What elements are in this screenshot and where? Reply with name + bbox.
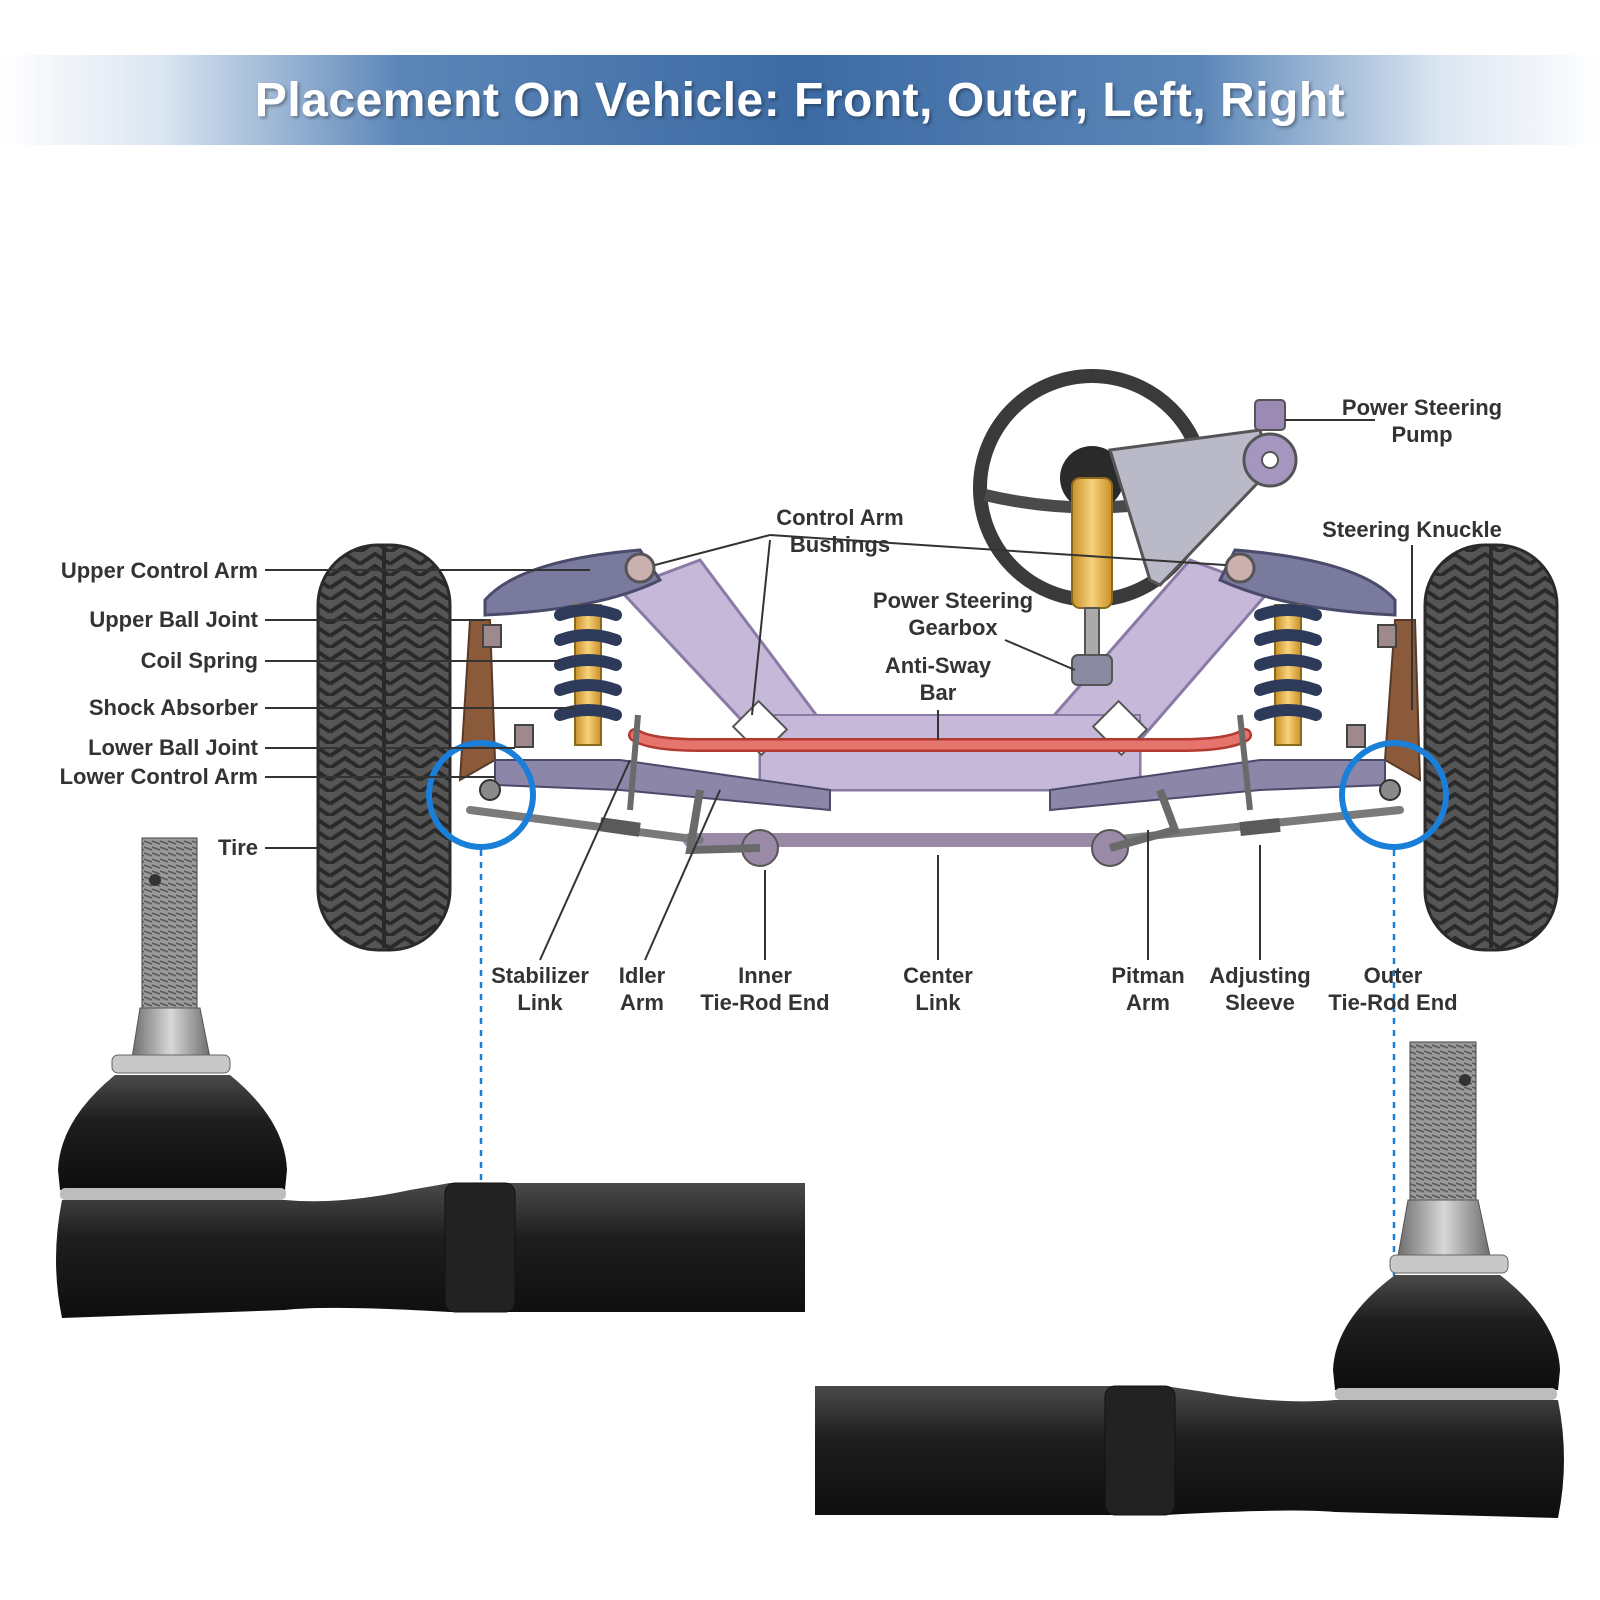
ball-joints	[482, 624, 1397, 748]
label-inner-tie-rod-end-1: Inner	[738, 963, 792, 988]
label-stabilizer-link-1: Stabilizer	[491, 963, 589, 988]
label-lower-control-arm: Lower Control Arm	[60, 764, 258, 789]
label-power-steering-pump-1: Power Steering	[1342, 395, 1502, 420]
label-power-steering-gearbox-2: Gearbox	[908, 615, 998, 640]
left-tie-rod-end-part	[56, 837, 805, 1318]
label-power-steering-pump-2: Pump	[1391, 422, 1452, 447]
leader-lines	[265, 419, 1413, 961]
label-center-link-1: Center	[903, 963, 973, 988]
page-title: Placement On Vehicle: Front, Outer, Left…	[254, 73, 1346, 127]
left-stabilizer-link	[627, 714, 641, 811]
right-coil-spring	[1254, 604, 1322, 746]
right-tire	[1423, 543, 1559, 952]
label-tire: Tire	[218, 835, 258, 860]
right-stabilizer-link	[1237, 714, 1253, 811]
right-tie-rod-end-part	[815, 1041, 1564, 1518]
steering-linkage	[466, 779, 1404, 867]
label-control-arm-bushings-2: Bushings	[790, 532, 890, 557]
label-power-steering-gearbox-1: Power Steering	[873, 588, 1033, 613]
label-pitman-arm-2: Arm	[1126, 990, 1170, 1015]
label-upper-ball-joint: Upper Ball Joint	[89, 607, 258, 632]
label-control-arm-bushings-1: Control Arm	[776, 505, 904, 530]
label-outer-tie-rod-end-2: Tie-Rod End	[1328, 990, 1457, 1015]
label-anti-sway-bar-2: Bar	[920, 680, 957, 705]
label-idler-arm-2: Arm	[620, 990, 664, 1015]
label-idler-arm-1: Idler	[619, 963, 666, 988]
label-adjusting-sleeve-2: Sleeve	[1225, 990, 1295, 1015]
label-coil-spring: Coil Spring	[141, 648, 258, 673]
label-pitman-arm-1: Pitman	[1111, 963, 1184, 988]
label-adjusting-sleeve-1: Adjusting	[1209, 963, 1310, 988]
power-steering-pump	[1108, 399, 1298, 587]
label-inner-tie-rod-end-2: Tie-Rod End	[700, 990, 829, 1015]
left-coil-spring	[554, 604, 622, 746]
right-highlight-circle	[1339, 740, 1449, 850]
label-steering-knuckle: Steering Knuckle	[1322, 517, 1502, 542]
left-control-arm-bushing	[624, 552, 656, 584]
label-anti-sway-bar-1: Anti-Sway	[885, 653, 992, 678]
right-control-arm-bushing	[1224, 552, 1256, 584]
power-steering-gearbox	[1071, 654, 1113, 686]
label-shock-absorber: Shock Absorber	[89, 695, 259, 720]
label-lower-ball-joint: Lower Ball Joint	[88, 735, 259, 760]
left-highlight-circle	[426, 740, 536, 850]
label-outer-tie-rod-end-1: Outer	[1364, 963, 1423, 988]
label-stabilizer-link-2: Link	[517, 990, 563, 1015]
label-center-link-2: Link	[915, 990, 961, 1015]
label-upper-control-arm: Upper Control Arm	[61, 558, 258, 583]
right-upper-control-arm	[1217, 548, 1397, 617]
left-upper-control-arm	[483, 548, 663, 617]
title-banner: Placement On Vehicle: Front, Outer, Left…	[0, 55, 1600, 145]
